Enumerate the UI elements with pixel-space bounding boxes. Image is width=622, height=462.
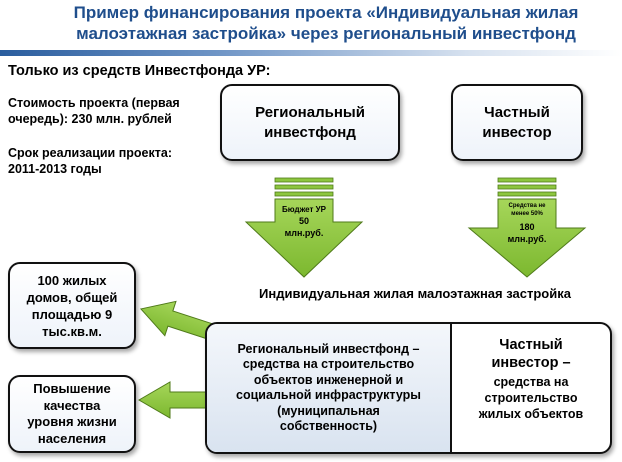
regional-purpose-line: (муниципальная [277,403,380,418]
houses-result-line: домов, общей [26,289,118,305]
private-purpose-line: жилых объектов [478,407,584,421]
regional-fund-purpose: Региональный инвестфонд – средства на ст… [207,324,450,452]
project-label: Индивидуальная жилая малоэтажная застрой… [259,286,571,301]
budget-arrow-label: Бюджет УР [282,205,327,214]
project-cost: Стоимость проекта (первая очередь): 230 … [8,95,218,127]
project-cost-line: очередь): 230 млн. рублей [8,112,172,126]
private-investor-box: Частный инвестор [451,84,583,161]
houses-result-line: тыс.кв.м. [42,323,102,339]
project-cost-line: Стоимость проекта (первая [8,96,180,110]
houses-result-line: площадью 9 [31,306,113,322]
private-arrow-value: 180 [519,222,534,232]
title-line-1: Пример финансирования проекта «Индивидуа… [73,3,579,22]
page-title: Пример финансирования проекта «Индивидуа… [40,2,612,44]
regional-purpose-line: объектов инженерной и [253,372,404,387]
private-investor-purpose: Частный инвестор – средства на строитель… [452,324,610,452]
private-purpose-line: строительство [484,391,578,405]
budget-arrow-value: 50 [299,216,309,226]
regional-purpose-line: социальной инфраструктуры [236,388,421,402]
private-purpose-title: инвестор – [491,355,571,371]
project-term-line: 2011-2013 годы [8,162,102,176]
regional-purpose-line: средства на строительство [242,357,415,371]
regional-purpose-line: собственность) [279,419,378,433]
funding-split-box: Региональный инвестфонд – средства на ст… [205,322,612,454]
quality-result-box: Повышение качества уровня жизни населени… [8,375,136,453]
project-term-line: Срок реализации проекта: [8,146,172,160]
regional-fund-box: Региональный инвестфонд [220,84,400,161]
quality-result-line: уровня жизни [27,414,117,429]
houses-result-line: 100 жилых [37,272,107,288]
private-purpose-line: средства на [493,375,569,389]
subheading: Только из средств Инвестфонда УР: [8,63,271,79]
quality-result-line: Повышение [33,381,111,396]
title-line-2: малоэтажная застройка» через региональны… [76,24,576,43]
private-purpose-title: Частный [499,337,563,353]
quality-result-line: качества [43,397,101,413]
title-divider [0,50,622,56]
split-divider [450,324,452,452]
private-funds-down-arrow: Средства не менее 50% 180 млн.руб. [467,177,587,278]
quality-result-line: населения [37,430,107,446]
budget-arrow-unit: млн.руб. [285,228,324,238]
private-arrow-unit: млн.руб. [508,234,547,244]
regional-fund-label: Региональный [255,103,365,121]
private-investor-label: Частный [484,103,550,121]
houses-result-box: 100 жилых домов, общей площадью 9 тыс.кв… [8,262,136,349]
private-investor-label: инвестор [482,123,552,141]
budget-down-arrow: Бюджет УР 50 млн.руб. [244,177,364,278]
private-arrow-label: менее 50% [511,211,543,217]
regional-fund-label: инвестфонд [264,123,356,141]
regional-purpose-line: Региональный инвестфонд – [237,341,420,356]
project-term: Срок реализации проекта: 2011-2013 годы [8,145,218,177]
private-arrow-label: Средства не [509,203,547,209]
